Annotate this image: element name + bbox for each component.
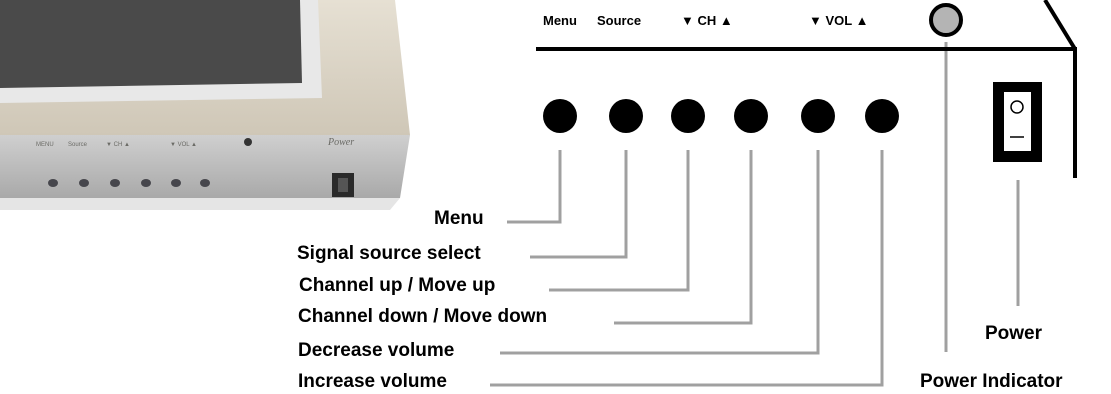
menu-button xyxy=(543,99,577,133)
photo-button xyxy=(171,179,181,187)
panel-menu-label: Menu xyxy=(543,13,577,28)
callout-power: Power xyxy=(985,323,1043,344)
photo-menu-label: MENU xyxy=(36,142,54,148)
callout-channel-down: Channel down / Move down xyxy=(298,306,548,327)
power-switch-rocker xyxy=(1004,92,1031,151)
leader-lines xyxy=(490,42,1020,387)
callout-menu: Menu xyxy=(434,208,484,229)
panel-corner-edge xyxy=(1043,0,1077,51)
monitor-shadow xyxy=(0,198,400,210)
photo-buttons xyxy=(48,179,210,187)
callout-power-indicator: Power Indicator xyxy=(920,371,1063,392)
leader-menu xyxy=(507,150,562,224)
increase-volume-button xyxy=(865,99,899,133)
photo-vol-label: ▼ VOL ▲ xyxy=(170,142,197,148)
photo-button xyxy=(79,179,89,187)
photo-indicator xyxy=(244,138,252,146)
panel-ch-label: ▼ CH ▲ xyxy=(681,13,733,28)
leader-channel-down xyxy=(614,150,753,325)
photo-button xyxy=(48,179,58,187)
photo-button xyxy=(110,179,120,187)
monitor-screen xyxy=(0,0,302,88)
monitor-photo xyxy=(0,0,410,210)
callout-decrease-volume: Decrease volume xyxy=(298,340,455,361)
panel-buttons xyxy=(543,99,899,133)
leader-channel-up xyxy=(549,150,690,292)
photo-source-label: Source xyxy=(68,142,88,148)
photo-power-switch-rocker xyxy=(338,178,348,192)
panel-outline xyxy=(536,0,1077,178)
panel-vol-label: ▼ VOL ▲ xyxy=(809,13,869,28)
monitor-front xyxy=(0,135,410,198)
source-button xyxy=(609,99,643,133)
channel-down-button xyxy=(734,99,768,133)
leader-source xyxy=(530,150,628,259)
decrease-volume-button xyxy=(801,99,835,133)
photo-power-label: Power xyxy=(328,137,355,148)
power-switch-off-mark xyxy=(1010,100,1024,114)
callout-increase-volume: Increase volume xyxy=(298,371,447,392)
panel-source-label: Source xyxy=(597,13,642,28)
photo-button xyxy=(141,179,151,187)
photo-button xyxy=(200,179,210,187)
channel-up-button xyxy=(671,99,705,133)
photo-ch-label: ▼ CH ▲ xyxy=(106,142,130,148)
callout-channel-up: Channel up / Move up xyxy=(299,275,496,296)
power-switch-icon xyxy=(993,82,1042,162)
leader-increase-volume xyxy=(490,150,884,387)
callout-signal-source: Signal source select xyxy=(297,243,481,264)
leader-decrease-volume xyxy=(500,150,820,355)
power-indicator-icon xyxy=(929,3,963,37)
